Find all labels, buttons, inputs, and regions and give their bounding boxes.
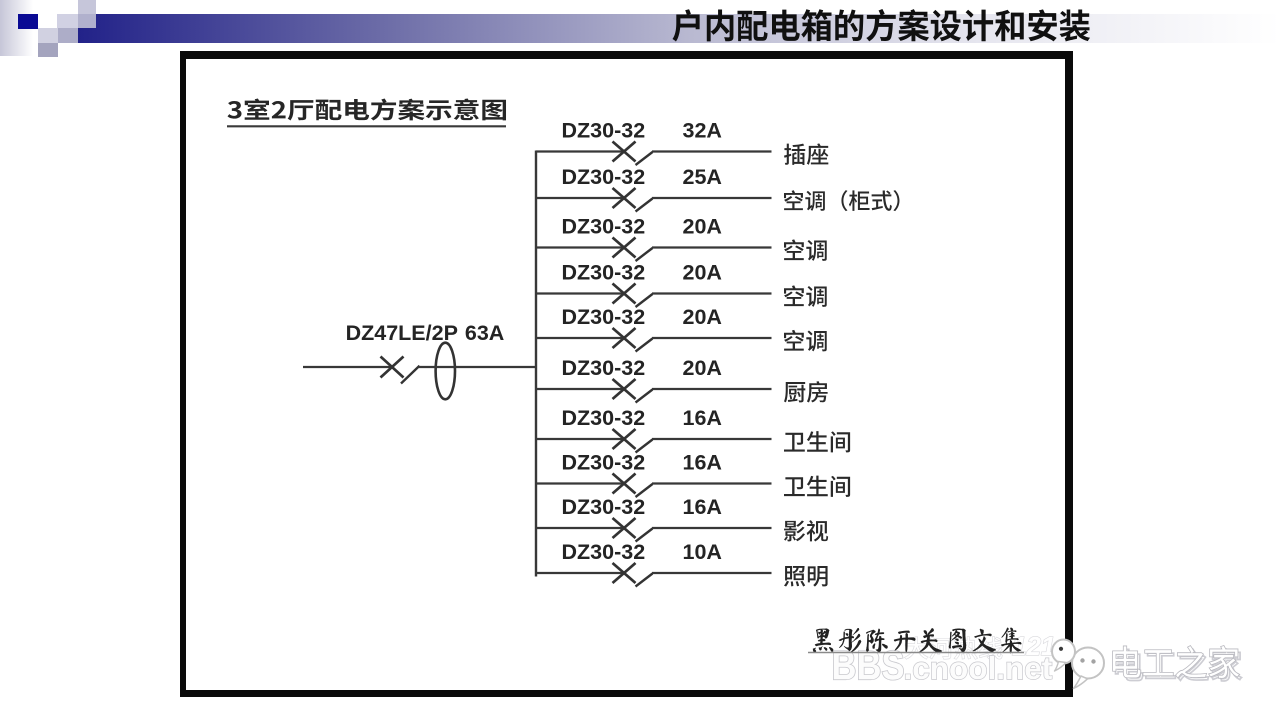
svg-text:10A: 10A: [683, 540, 722, 564]
svg-text:63A: 63A: [465, 321, 504, 345]
svg-text:DZ47LE/2P: DZ47LE/2P: [346, 321, 458, 345]
svg-text:20A: 20A: [683, 261, 722, 285]
svg-text:32A: 32A: [683, 119, 722, 143]
svg-text:16A: 16A: [683, 406, 722, 430]
svg-text:20A: 20A: [683, 215, 722, 239]
svg-text:DZ30-32: DZ30-32: [562, 406, 646, 430]
svg-text:16A: 16A: [683, 495, 722, 519]
svg-text:DZ30-32: DZ30-32: [562, 261, 646, 285]
svg-text:20A: 20A: [683, 305, 722, 329]
svg-text:25A: 25A: [683, 165, 722, 189]
svg-text:20A: 20A: [683, 356, 722, 380]
svg-text:DZ30-32: DZ30-32: [562, 215, 646, 239]
svg-text:DZ30-32: DZ30-32: [562, 451, 646, 475]
svg-text:DZ30-32: DZ30-32: [562, 119, 646, 143]
svg-text:16A: 16A: [683, 451, 722, 475]
svg-text:DZ30-32: DZ30-32: [562, 495, 646, 519]
svg-text:DZ30-32: DZ30-32: [562, 305, 646, 329]
svg-text:DZ30-32: DZ30-32: [562, 356, 646, 380]
svg-text:DZ30-32: DZ30-32: [562, 165, 646, 189]
svg-text:DZ30-32: DZ30-32: [562, 540, 646, 564]
svg-text:.cnool.net: .cnool.net: [904, 650, 1053, 686]
